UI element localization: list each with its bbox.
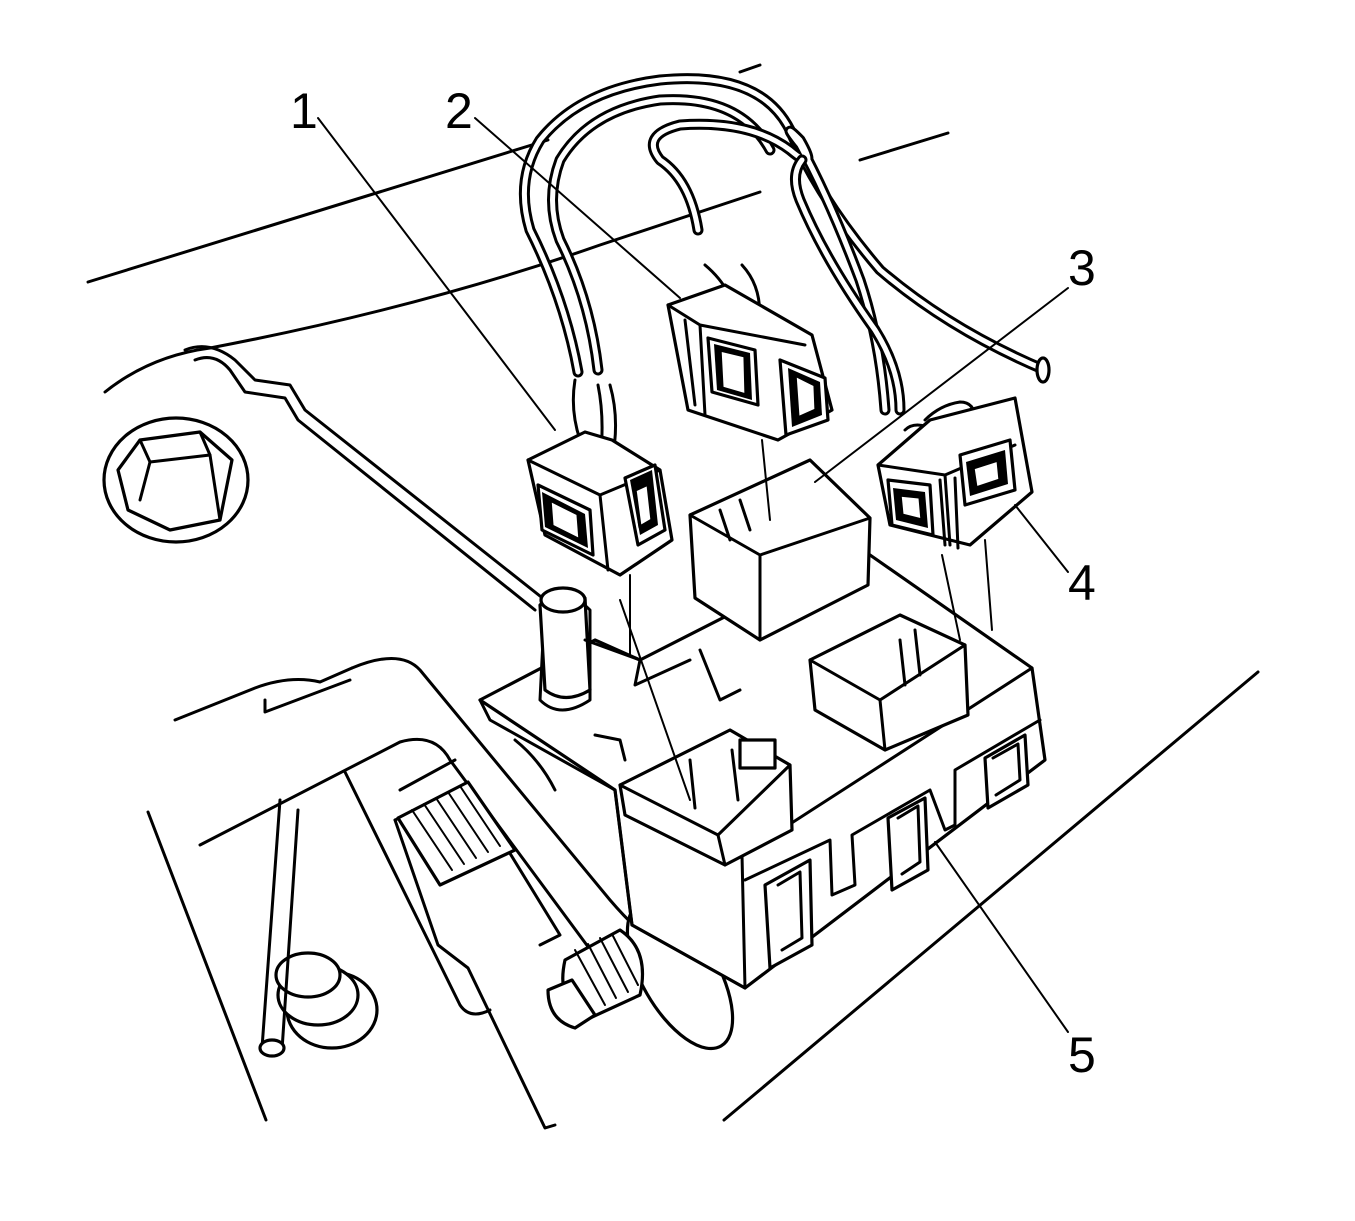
grommet	[258, 798, 379, 1058]
callout-2: 2	[445, 83, 473, 139]
leader-lines	[317, 117, 1069, 1033]
connector-1	[526, 430, 674, 577]
ground-strap	[183, 345, 547, 612]
callout-1: 1	[290, 83, 318, 139]
leader-1	[317, 117, 556, 431]
callout-4: 4	[1068, 555, 1096, 611]
callout-3: 3	[1068, 240, 1096, 296]
connector-2	[666, 283, 834, 442]
connector-4	[876, 396, 1034, 550]
leader-4	[1014, 504, 1069, 573]
leader-3	[814, 287, 1069, 483]
callouts: 1 2 3 4 5	[290, 83, 1096, 1083]
hex-bolt	[102, 416, 250, 544]
alignment-lines	[619, 439, 993, 801]
callout-5: 5	[1068, 1027, 1096, 1083]
block-slots	[743, 718, 1042, 970]
background-panel-lines	[86, 63, 1260, 1122]
leader-2	[474, 117, 681, 299]
socket-lower-right	[808, 613, 970, 752]
socket-3	[688, 458, 872, 642]
wire-harness	[518, 73, 1051, 462]
socket-lower-left	[618, 728, 794, 867]
bracket-grip	[396, 780, 517, 887]
leader-5	[934, 841, 1069, 1033]
